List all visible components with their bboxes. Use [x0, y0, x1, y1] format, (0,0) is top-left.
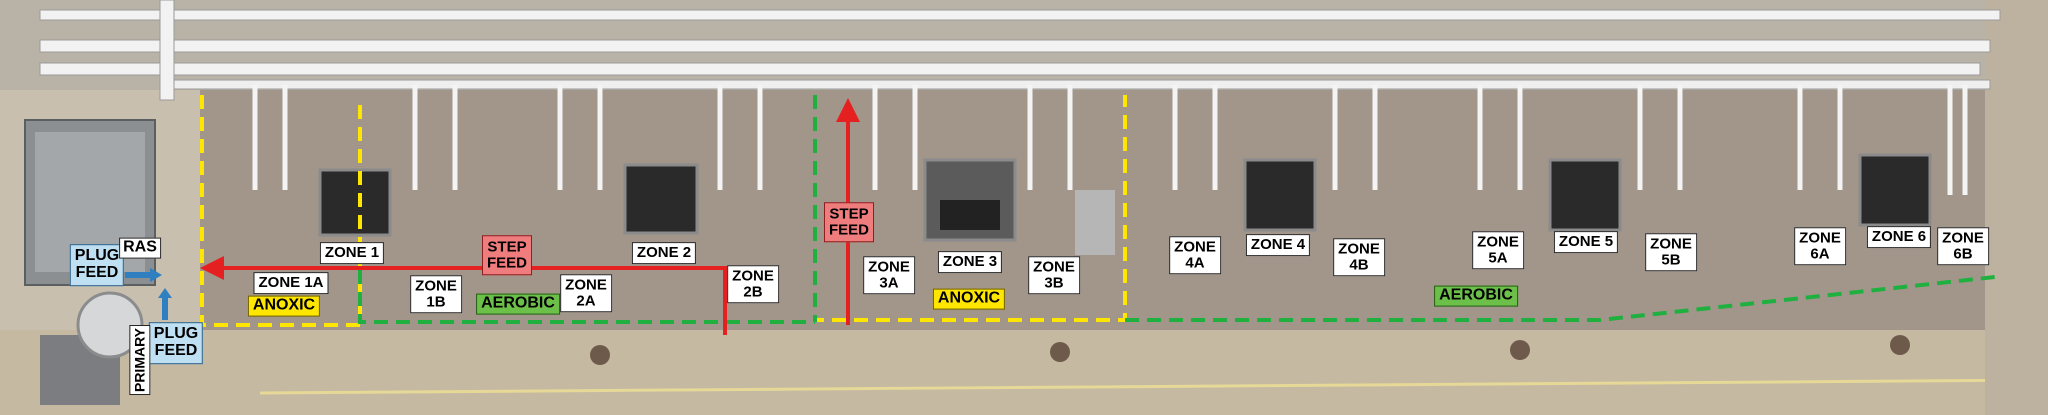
roadway [0, 330, 2048, 415]
zone-5-label: ZONE 5 [1554, 231, 1618, 253]
zone-4a-label: ZONE 4A [1169, 236, 1221, 274]
riser-pipe [160, 0, 174, 100]
right-apron [1985, 0, 2048, 415]
pipe-2 [40, 40, 1990, 52]
zone-2a-label: ZONE 2A [560, 274, 612, 312]
zone-3b-label: ZONE 3B [1028, 256, 1080, 294]
zone-1b-label: ZONE 1B [410, 275, 462, 313]
zone-5a-label: ZONE 5A [1472, 231, 1524, 269]
zone-6b-label: ZONE 6B [1937, 227, 1989, 265]
anoxic-label-1: ANOXIC [248, 296, 320, 317]
step-feed-label-2: STEP FEED [824, 202, 874, 242]
pipe-4 [160, 80, 1990, 89]
aerobic-label-1: AEROBIC [476, 294, 560, 315]
zone-6a-label: ZONE 6A [1794, 227, 1846, 265]
plug-feed-label-bottom: PLUG FEED [149, 322, 203, 364]
zone-2-label: ZONE 2 [632, 242, 696, 264]
ras-label: RAS [119, 238, 161, 259]
zone-3-hatch [1075, 190, 1115, 255]
step-feed-label-1: STEP FEED [482, 235, 532, 275]
aerobic-label-2: AEROBIC [1434, 286, 1518, 307]
zone-1-label: ZONE 1 [320, 242, 384, 264]
plug-feed-label-top: PLUG FEED [70, 244, 124, 286]
zone-6-label: ZONE 6 [1867, 226, 1931, 248]
zone-2b-label: ZONE 2B [727, 265, 779, 303]
zone-3-label: ZONE 3 [938, 251, 1002, 273]
zone-4b-label: ZONE 4B [1333, 238, 1385, 276]
pipe-3 [40, 63, 1980, 75]
zone-5b-label: ZONE 5B [1645, 233, 1697, 271]
zone-3a-label: ZONE 3A [863, 256, 915, 294]
primary-label: PRIMARY [130, 325, 151, 395]
anoxic-label-2: ANOXIC [933, 289, 1005, 310]
zone-1a-label: ZONE 1A [253, 272, 328, 294]
zone-3-opening [940, 200, 1000, 230]
zone-4-label: ZONE 4 [1246, 234, 1310, 256]
pipe-1 [40, 10, 2000, 20]
